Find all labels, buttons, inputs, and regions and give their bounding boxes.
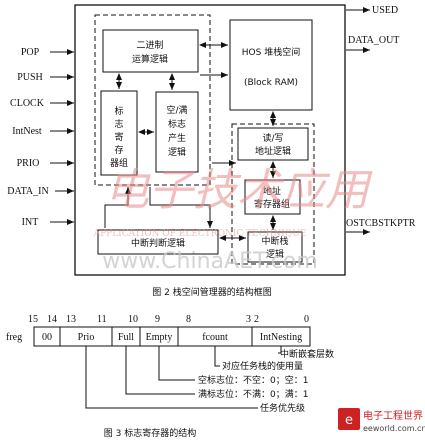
flag-reg-ch1: 标 [114, 105, 123, 117]
empty-full-line1: 空/满 [166, 104, 187, 116]
output-used: USED [372, 5, 398, 16]
stack-manager-outer-box [74, 4, 346, 276]
empty-full-line2: 标志 [168, 118, 186, 130]
bit-9: 9 [155, 314, 160, 325]
input-int: INT [22, 217, 39, 228]
leader-intnesting [278, 346, 282, 354]
hos-stack-line2: (Block RAM) [244, 78, 298, 88]
field-full-label: Full [118, 332, 134, 343]
interrupt-logic-block [97, 229, 219, 255]
figure3-caption: 图 3 标志寄存器的结构 [104, 427, 196, 439]
interrupt-stack-line2: 逻辑 [266, 248, 284, 260]
field-empty-label: Empty [146, 332, 173, 343]
bit-8: 8 [186, 314, 191, 325]
field-00-label: 00 [42, 332, 52, 343]
watermark-site: www.ChinaAET.com [102, 249, 318, 274]
leader-empty [158, 346, 195, 381]
interrupt-stack-line1: 中断栈 [261, 235, 288, 247]
address-reg-line1: 地址 [263, 185, 281, 197]
binary-logic-line1: 二进制 [136, 39, 163, 51]
output-data-out: DATA_OUT [348, 35, 399, 46]
interrupt-logic-label: 中断判断逻辑 [131, 237, 185, 249]
address-reg-line2: 寄存器组 [254, 198, 290, 210]
input-pop: POP [21, 47, 40, 58]
field-intnesting-label: IntNesting [260, 332, 302, 343]
logo-url: eeworld.com.cn [363, 424, 425, 433]
bit-10: 10 [128, 314, 138, 325]
hos-stack-block [229, 19, 313, 111]
leader-full [125, 346, 195, 395]
input-intnest: IntNest [12, 126, 42, 137]
desc-empty: 空标志位：不空：0；空：1 [198, 374, 308, 386]
rw-address-line1: 读/写 [262, 132, 283, 144]
bit-2: 2 [254, 314, 259, 325]
interrupt-stack-logic-block [247, 231, 303, 263]
empty-full-line4: 逻辑 [168, 146, 186, 158]
field-fcount-label: fcount [202, 332, 228, 343]
desc-full: 满标志位：不满：0；满：1 [198, 388, 308, 400]
flag-reg-ch5: 器组 [110, 157, 128, 169]
address-register-block [244, 179, 301, 215]
empty-full-line3: 产生 [168, 132, 186, 144]
leader-fcount [214, 346, 220, 367]
flag-register-block [100, 90, 138, 176]
input-data-in: DATA_IN [7, 186, 48, 197]
input-push: PUSH [17, 72, 43, 83]
rw-address-line2: 地址逻辑 [255, 145, 291, 157]
empty-full-logic-block [155, 91, 199, 173]
binary-logic-block [102, 29, 199, 73]
hos-stack-line1: HOS 堆栈空间 [242, 46, 300, 58]
eeworld-logo: e 电子工程世界 eeworld.com.cn [338, 408, 425, 433]
bit-13: 13 [66, 314, 76, 325]
watermark-chinese: 电子技术应用 [105, 165, 373, 216]
binary-logic-line2: 运算逻辑 [132, 53, 168, 65]
input-clock: CLOCK [10, 98, 45, 109]
desc-prio: 任务优先级 [260, 402, 305, 414]
field-prio-label: Prio [78, 332, 95, 343]
svg-text:e: e [345, 413, 353, 428]
bit-0: 0 [304, 314, 309, 325]
logo-title: 电子工程世界 [363, 409, 423, 422]
desc-intnesting: 中断嵌套层数 [280, 348, 334, 360]
figure2-caption: 图 2 栈空间管理器的结构框图 [152, 286, 271, 298]
bit-15: 15 [28, 314, 38, 325]
flag-reg-ch4: 存 [114, 144, 123, 156]
flag-reg-ch3: 寄 [114, 131, 123, 143]
flag-reg-ch2: 志 [114, 118, 123, 130]
bit-11: 11 [97, 314, 107, 325]
bit-3: 3 [246, 314, 251, 325]
output-ostcbstkptr: OSTCBSTKPTR [346, 218, 416, 229]
leader-prio [85, 346, 258, 409]
input-prio: PRIO [17, 158, 40, 169]
left-dashed-group [94, 14, 211, 186]
desc-fcount: 对应任务栈的使用量 [222, 360, 303, 372]
bit-14: 14 [47, 314, 57, 325]
rw-address-logic-block [237, 127, 309, 161]
watermark-english: APPLICATION OF ELECTRONIC TECHNIQUE [93, 229, 307, 239]
register-label: freg [6, 332, 22, 343]
